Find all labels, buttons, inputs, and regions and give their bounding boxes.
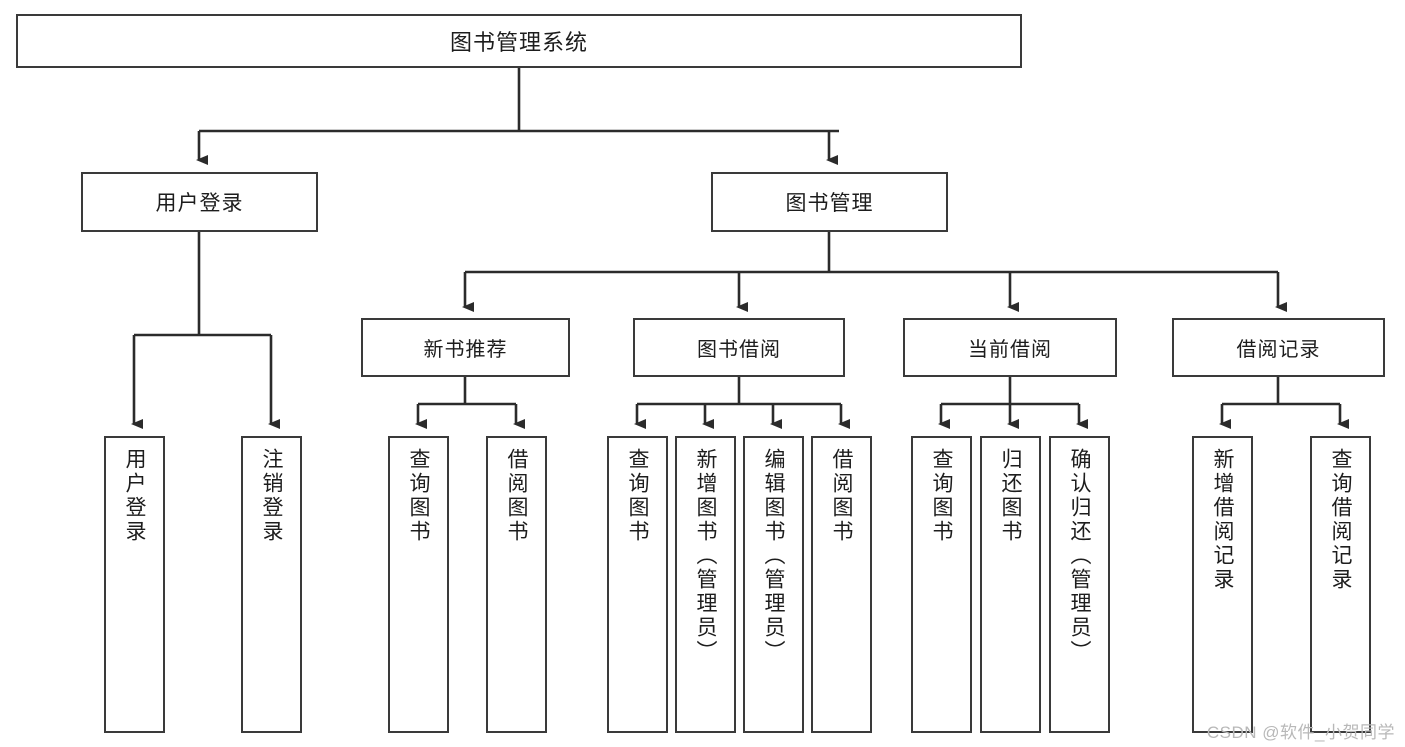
leaf-user-login-logout[interactable]: 注销登录 — [241, 436, 302, 733]
leaf-borrow-record-query-record[interactable]: 查询借阅记录 — [1310, 436, 1371, 733]
node-label: 查询图书 — [407, 448, 430, 544]
leaf-book-borrow-edit-book-admin[interactable]: 编辑图书（管理员） — [743, 436, 804, 733]
node-new-book-recommend[interactable]: 新书推荐 — [361, 318, 570, 377]
node-label: 查询借阅记录 — [1329, 448, 1352, 592]
node-label: 借阅图书 — [505, 448, 528, 544]
node-label: 图书借阅 — [697, 339, 781, 361]
leaf-new-book-query-book[interactable]: 查询图书 — [388, 436, 449, 733]
node-label: 编辑图书（管理员） — [762, 448, 785, 664]
leaf-current-borrow-return-book[interactable]: 归还图书 — [980, 436, 1041, 733]
node-borrow-record[interactable]: 借阅记录 — [1172, 318, 1385, 377]
node-label: 借阅图书 — [830, 448, 853, 544]
node-book-management[interactable]: 图书管理 — [711, 172, 948, 232]
node-label: 图书管理 — [785, 192, 874, 215]
node-label: 注销登录 — [260, 448, 283, 544]
node-label: 归还图书 — [999, 448, 1022, 544]
node-label: 当前借阅 — [968, 339, 1052, 361]
node-current-borrow[interactable]: 当前借阅 — [903, 318, 1117, 377]
leaf-user-login-login[interactable]: 用户登录 — [104, 436, 165, 733]
node-label: 图书管理系统 — [449, 30, 588, 55]
node-label: 查询图书 — [626, 448, 649, 544]
node-label: 新增借阅记录 — [1211, 448, 1234, 592]
leaf-book-borrow-query-book[interactable]: 查询图书 — [607, 436, 668, 733]
node-label: 确认归还（管理员） — [1068, 448, 1091, 664]
leaf-current-borrow-confirm-return-admin[interactable]: 确认归还（管理员） — [1049, 436, 1110, 733]
node-user-login[interactable]: 用户登录 — [81, 172, 318, 232]
watermark-text: CSDN @软件_小贺同学 — [1206, 723, 1395, 742]
node-root-book-management-system[interactable]: 图书管理系统 — [16, 14, 1022, 68]
node-label: 用户登录 — [123, 448, 146, 544]
node-book-borrow[interactable]: 图书借阅 — [633, 318, 845, 377]
node-label: 新增图书（管理员） — [694, 448, 717, 664]
leaf-borrow-record-add-record[interactable]: 新增借阅记录 — [1192, 436, 1253, 733]
leaf-book-borrow-add-book-admin[interactable]: 新增图书（管理员） — [675, 436, 736, 733]
node-label: 查询图书 — [930, 448, 953, 544]
node-label: 用户登录 — [155, 192, 244, 215]
node-label: 借阅记录 — [1236, 339, 1321, 361]
leaf-new-book-borrow-book[interactable]: 借阅图书 — [486, 436, 547, 733]
leaf-book-borrow-borrow-book[interactable]: 借阅图书 — [811, 436, 872, 733]
node-label: 新书推荐 — [423, 339, 508, 361]
leaf-current-borrow-query-book[interactable]: 查询图书 — [911, 436, 972, 733]
